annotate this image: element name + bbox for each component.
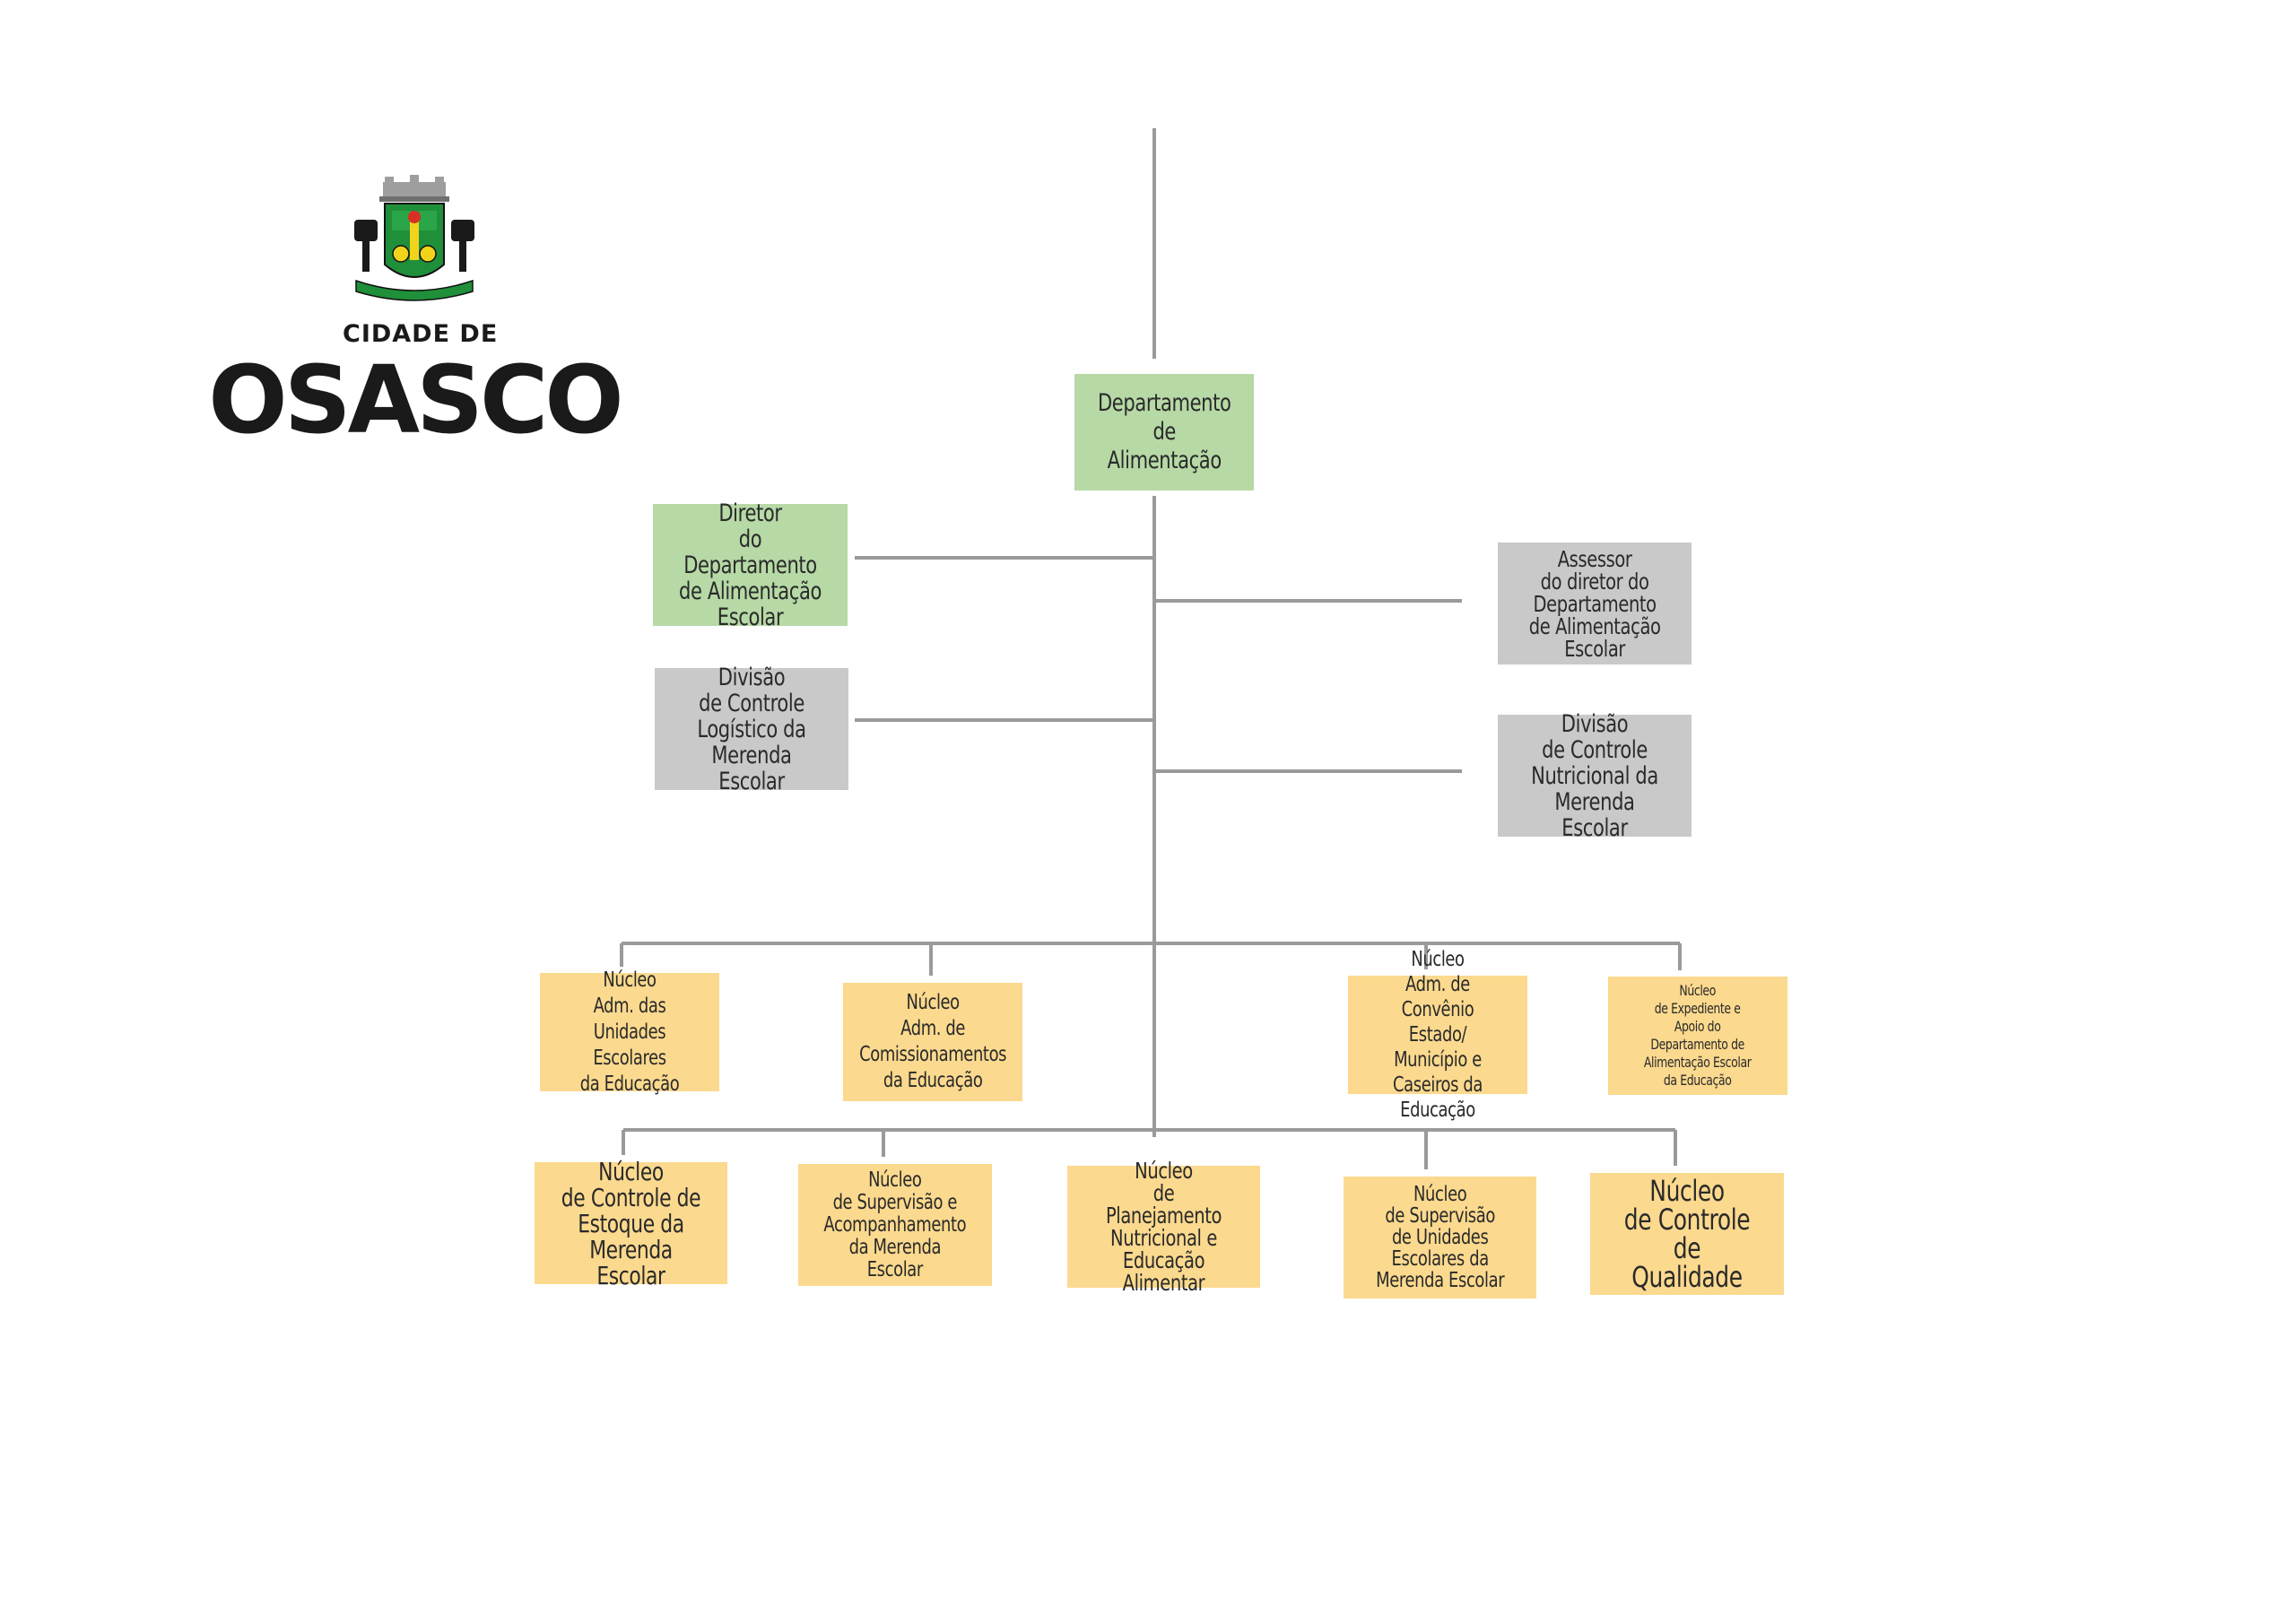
row2-nucleus-1-label: Núcleo de Controle de Estoque da Merenda… [561,1156,701,1290]
row2-nucleus-2: Núcleo de Supervisão e Acompanhamento da… [798,1164,992,1286]
director-label: Diretor do Departamento de Alimentação E… [678,499,822,631]
row1-nucleus-1: Núcleo Adm. das Unidades Escolares da Ed… [540,968,719,1096]
row2-nucleus-2-label: Núcleo de Supervisão e Acompanhamento da… [823,1168,967,1281]
logo-title: OSASCO [208,345,623,455]
row1-nucleus-4-label: Núcleo de Expediente e Apoio do Departam… [1644,982,1752,1089]
row1-nucleus-3-label: Núcleo Adm. de Convênio Estado/ Municípi… [1393,948,1483,1122]
division-nutrition-box: Divisão de Controle Nutricional da Meren… [1498,711,1692,841]
department-box: Departamento de Alimentação [1074,374,1254,491]
row1-nucleus-3: Núcleo Adm. de Convênio Estado/ Municípi… [1348,948,1527,1122]
row2-nucleus-3: Núcleo de Planejamento Nutricional e Edu… [1067,1159,1260,1294]
row1-nucleus-2-label: Núcleo Adm. de Comissionamentos da Educa… [859,991,1006,1092]
logo-subtitle: CIDADE DE [343,320,499,348]
row2-nucleus-5-label: Núcleo de Controle de Qualidade [1623,1174,1751,1294]
division-nutrition-label: Divisão de Controle Nutricional da Meren… [1531,709,1658,842]
row2-nucleus-1: Núcleo de Controle de Estoque da Merenda… [535,1159,727,1289]
row1-nucleus-2: Núcleo Adm. de Comissionamentos da Educa… [843,983,1022,1101]
city-logo: CIDADE DE OSASCO [190,175,639,455]
row1-nucleus-1-label: Núcleo Adm. das Unidades Escolares da Ed… [579,968,680,1096]
row2-nucleus-3-label: Núcleo de Planejamento Nutricional e Edu… [1105,1158,1222,1296]
director-box: Diretor do Departamento de Alimentação E… [653,500,848,630]
row2-nucleus-4: Núcleo de Supervisão de Unidades Escolar… [1344,1177,1536,1298]
department-label: Departamento de Alimentação [1097,389,1231,474]
advisor-box: Assessor do diretor do Departamento de A… [1498,543,1692,664]
row2-nucleus-5: Núcleo de Controle de Qualidade [1590,1173,1784,1295]
division-logistics-box: Divisão de Controle Logístico da Merenda… [655,664,848,795]
row2-nucleus-4-label: Núcleo de Supervisão de Unidades Escolar… [1375,1183,1505,1292]
division-logistics-label: Divisão de Controle Logístico da Merenda… [697,663,806,795]
advisor-label: Assessor do diretor do Departamento de A… [1528,545,1661,662]
row1-nucleus-4: Núcleo de Expediente e Apoio do Departam… [1608,977,1787,1095]
coat-of-arms-icon [354,175,474,301]
